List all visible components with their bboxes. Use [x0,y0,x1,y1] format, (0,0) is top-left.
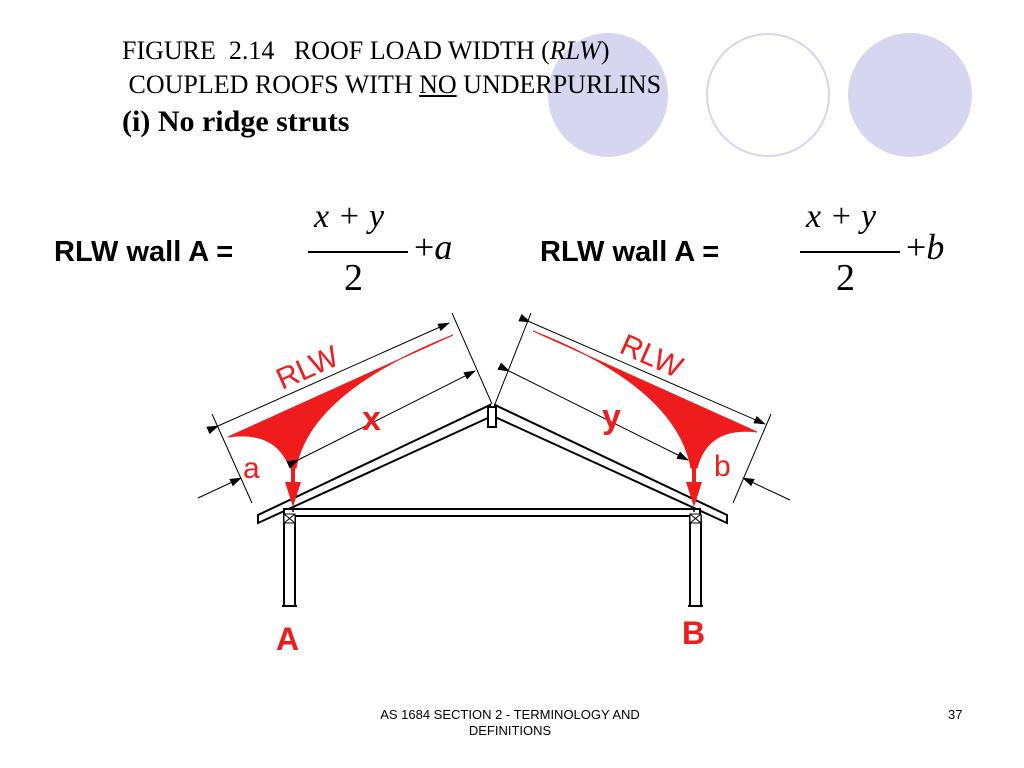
footer-line-1: AS 1684 SECTION 2 - TERMINOLOGY AND [380,707,640,722]
footer-text: AS 1684 SECTION 2 - TERMINOLOGY AND DEFI… [360,707,660,739]
equation-left-label: RLW wall A = [54,236,234,268]
page-number: 37 [948,707,963,722]
wall-a-label: A [276,621,299,657]
b-dimension-arrow [742,477,791,501]
y-dimension [497,362,689,461]
equation-left-fraction: x + y 2 +a [306,198,486,308]
equation-right-denominator: 2 [836,257,855,299]
roof-structure [257,403,728,607]
ceiling-tie [283,508,701,517]
rlw-left-label: RLW [271,340,344,397]
title-line-2: COUPLED ROOFS WITH NO UNDERPURLINS [122,70,662,99]
deco-circle-2 [706,33,830,157]
wall-a-post [283,515,296,607]
dimension-lines [197,312,791,504]
equation-right-label: RLW wall A = [540,236,720,268]
a-dimension-arrow [197,477,242,499]
extension-line [494,312,532,405]
ridge-post [487,406,497,428]
fraction-bar [308,251,408,253]
title-line-1: FIGURE 2.14 ROOF LOAD WIDTH (RLW) [122,36,610,65]
joint-markers [283,513,702,524]
b-label: b [714,450,731,483]
equation-right-plus-term: +b [906,227,945,267]
x-dimension [286,370,476,469]
rlw-load-left [227,334,454,469]
load-arrows [285,462,702,512]
load-arrow-right-head [686,482,702,507]
extension-line [451,312,493,405]
x-label: x [362,400,381,438]
joint-cross-a [283,513,296,524]
wall-b-label: B [682,615,705,651]
load-arrow-left-head [285,482,301,507]
equation-left-plus-term: +a [414,227,453,267]
y-label: y [602,398,621,436]
fraction-bar [800,251,900,253]
equation-right-numerator: x + y [806,198,877,235]
extension-line [211,413,253,504]
footer-line-2: DEFINITIONS [468,723,552,738]
title-line-3: (i) No ridge struts [122,105,350,138]
equation-right-fraction: x + y 2 +b [798,198,978,308]
deco-circle-3 [848,33,972,157]
joint-cross-b [689,513,702,524]
figure-title: FIGURE 2.14 ROOF LOAD WIDTH (RLW) COUPLE… [122,34,661,142]
a-label: a [243,452,260,485]
equation-left-denominator: 2 [344,257,363,299]
deco-circle-1 [548,33,668,157]
wall-b-post [689,515,702,607]
equation-left-numerator: x + y [314,198,385,235]
extension-line [732,413,772,504]
